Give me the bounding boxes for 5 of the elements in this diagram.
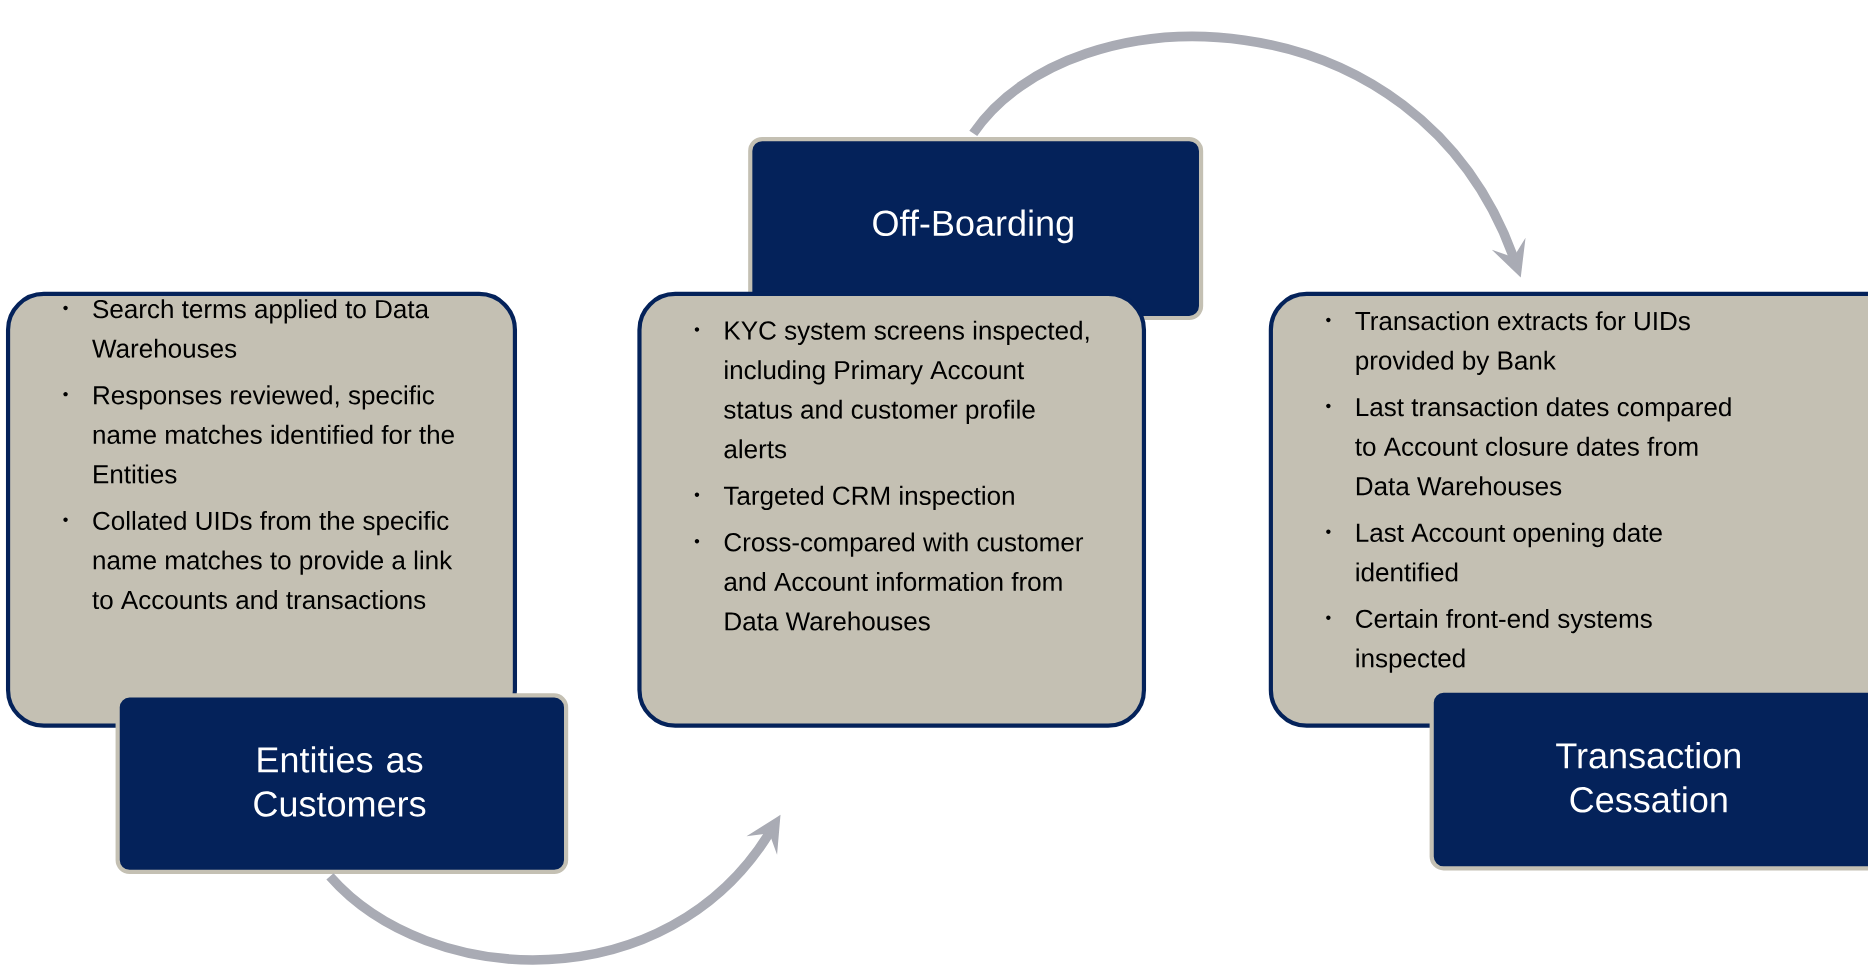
- title-box: Entities as Customers: [115, 693, 569, 874]
- process-box: Transaction extracts for UIDs provided by Bank Last transaction dates compared to Account closure dates from Data Warehouses Last Account opening date identified Certain front-end systems inspected: [1268, 291, 1868, 728]
- process-box: Search terms applied to Data Warehouses Responses reviewed, specific name matches identified for the Entities Collated UIDs from the specific name matches to provide a link to Accounts and transactions: [5, 291, 517, 728]
- title-box: Transaction Cessation: [1429, 688, 1868, 871]
- process-box: KYC system screens inspected, including Primary Account status and customer profile alerts Targeted CRM inspection Cross-compared with customer and Account information from Data Warehouses: [637, 291, 1147, 728]
